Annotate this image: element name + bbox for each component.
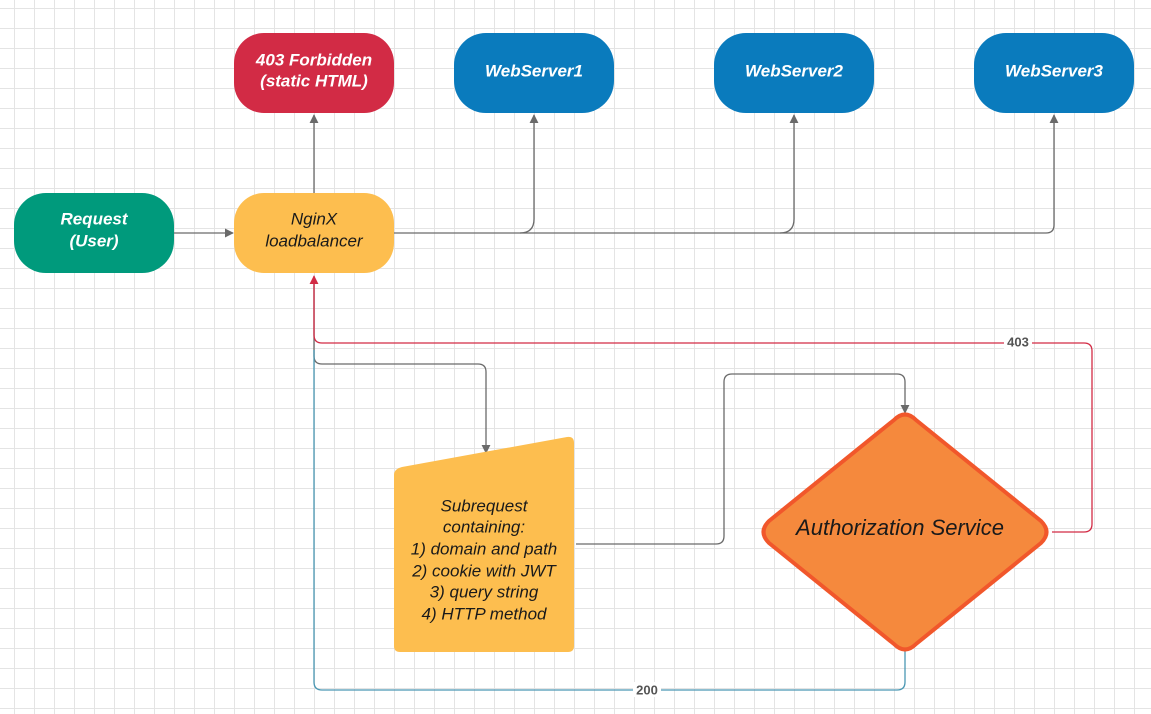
node-nginx-label-line2: loadbalancer <box>265 231 364 250</box>
node-webserver1-label: WebServer1 <box>485 61 583 80</box>
node-request-label-line2: (User) <box>69 231 118 250</box>
edge-label-403-bg <box>1004 335 1032 350</box>
node-webserver3[interactable]: WebServer3 <box>974 33 1134 113</box>
edge-auth-to-nginx-200 <box>313 350 906 691</box>
node-forbidden-label-line1: 403 Forbidden <box>255 50 372 69</box>
node-forbidden[interactable]: 403 Forbidden (static HTML) <box>234 33 394 113</box>
node-webserver2-shape <box>714 33 874 113</box>
edge-nginx-to-webserver2 <box>779 114 799 234</box>
edge-auth-to-nginx-403 <box>309 275 1093 533</box>
node-request-shape <box>14 193 174 273</box>
node-auth-shape <box>761 412 1049 652</box>
edge-label-200-bg <box>633 682 661 697</box>
edge-label-200: 200 <box>636 682 658 697</box>
node-webserver1-shape <box>454 33 614 113</box>
node-nginx-label-line1: NginX <box>291 209 338 228</box>
node-subrequest-shape <box>394 436 574 652</box>
node-request-label-line1: Request <box>60 209 128 228</box>
node-auth-label: Authorization Service <box>794 515 1004 540</box>
edge-nginx-to-webserver1 <box>519 114 539 234</box>
node-webserver2-label: WebServer2 <box>745 61 844 80</box>
edge-nginx-to-webserver-bus <box>394 114 1059 234</box>
node-nginx-shape <box>234 193 394 273</box>
node-webserver1[interactable]: WebServer1 <box>454 33 614 113</box>
subrequest-line-6: 4) HTTP method <box>421 604 547 623</box>
subrequest-line-5: 3) query string <box>430 582 539 601</box>
edge-nginx-to-subrequest <box>313 283 491 454</box>
node-webserver3-shape <box>974 33 1134 113</box>
edge-label-403: 403 <box>1007 334 1029 349</box>
edge-subrequest-to-auth <box>576 373 910 545</box>
node-forbidden-label-line2: (static HTML) <box>260 71 368 90</box>
node-webserver3-label: WebServer3 <box>1005 61 1104 80</box>
node-subrequest[interactable]: Subrequest containing: 1) domain and pat… <box>394 436 574 652</box>
edges: 403 200 <box>174 114 1093 697</box>
subrequest-line-4: 2) cookie with JWT <box>411 561 557 580</box>
node-webserver2[interactable]: WebServer2 <box>714 33 874 113</box>
subrequest-line-2: containing: <box>443 517 526 536</box>
node-authorization-service[interactable]: Authorization Service <box>761 412 1049 652</box>
subrequest-line-1: Subrequest <box>441 496 529 515</box>
node-request[interactable]: Request (User) <box>14 193 174 273</box>
node-nginx[interactable]: NginX loadbalancer <box>234 193 394 273</box>
subrequest-line-3: 1) domain and path <box>411 539 558 558</box>
node-forbidden-shape <box>234 33 394 113</box>
